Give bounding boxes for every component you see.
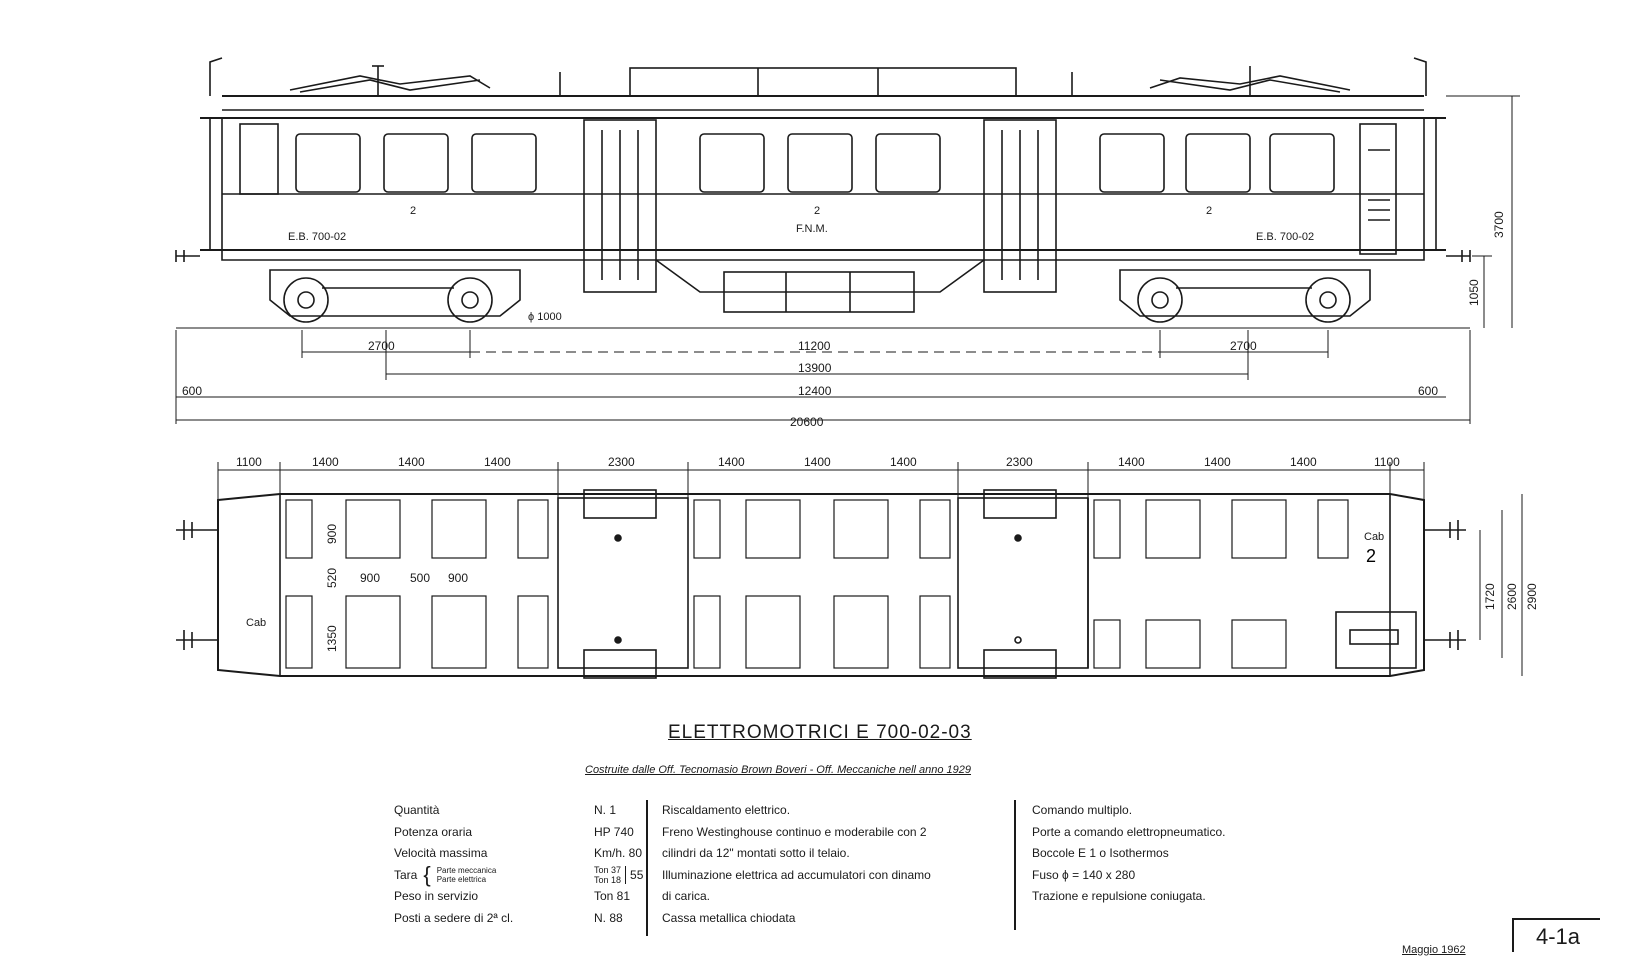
dim-plan-4: 1400 <box>484 455 511 469</box>
dim-13900: 13900 <box>798 361 832 375</box>
dim-bay-1: 900 <box>360 571 380 585</box>
dim-plan-3: 1400 <box>398 455 425 469</box>
spec-line: di carica. <box>662 889 711 903</box>
spec-line: Fuso ϕ = 140 x 280 <box>1032 867 1136 882</box>
dim-overhang-left: 600 <box>182 384 202 398</box>
spec-name: Tara <box>394 867 418 882</box>
class-label-center: 2 <box>814 205 820 217</box>
cab-label-left: Cab <box>246 617 266 629</box>
dim-body-length: 12400 <box>798 384 832 398</box>
column-divider <box>1014 800 1016 930</box>
spec-value: N. 88 <box>594 910 623 925</box>
plan-view <box>176 489 1466 679</box>
dim-plan-13: 1100 <box>1374 455 1400 469</box>
spec-value: HP 740 <box>594 824 634 839</box>
spec-name: Velocità massima <box>394 846 488 860</box>
dim-plan-11: 1400 <box>1204 455 1231 469</box>
dim-bay-3: 900 <box>448 571 468 585</box>
spec-value: Ton 37 <box>594 865 622 876</box>
sheet-number: 4-1a <box>1512 918 1600 952</box>
dim-plan-5: 2300 <box>608 455 635 469</box>
tara-parts: Parte meccanica Parte elettrica <box>437 866 497 884</box>
spec-line: Comando multiplo. <box>1032 803 1133 817</box>
dim-aisle: 520 <box>325 568 339 588</box>
tara-part: Parte meccanica <box>436 866 497 876</box>
dim-overhang-right: 600 <box>1418 384 1438 398</box>
car-number-left: E.B. 700-02 <box>288 231 346 243</box>
dim-plan-10: 1400 <box>1118 455 1145 469</box>
dim-plan-6: 1400 <box>718 455 745 469</box>
dim-plan-7: 1400 <box>804 455 831 469</box>
side-dimension-lines <box>175 95 1520 424</box>
sheet-date: Maggio 1962 <box>1402 944 1466 956</box>
cab-label-right: Cab <box>1364 531 1384 543</box>
railway-mark: F.N.M. <box>796 223 828 235</box>
spec-line: Cassa metallica chiodata <box>662 910 796 925</box>
spec-line: cilindri da 12" montati sotto il telaio. <box>662 846 850 860</box>
wheel-diameter-label: ϕ 1000 <box>528 311 562 323</box>
column-divider <box>646 800 648 936</box>
dim-plan-1: 1100 <box>236 455 262 469</box>
spec-col3: Comando multiplo. Porte a comando elettr… <box>1032 800 1225 908</box>
spec-value: N. 1 <box>594 803 617 817</box>
spec-value: Km/h. 80 <box>594 846 643 860</box>
spec-name: Potenza oraria <box>394 824 473 839</box>
dim-plan-9: 2300 <box>1006 455 1033 469</box>
spec-line: Illuminazione elettrica ad accumulatori … <box>662 867 931 882</box>
drawing-subtitle: Costruite dalle Off. Tecnomasio Brown Bo… <box>585 764 972 776</box>
spec-name: Posti a sedere di 2ª cl. <box>394 910 514 925</box>
dim-2900: 2900 <box>1525 583 1539 610</box>
spec-value: 55 <box>630 867 644 882</box>
spec-value-tara: Ton 37 Ton 18 55 <box>594 865 643 887</box>
dim-plan-12: 1400 <box>1290 455 1317 469</box>
spec-line: Riscaldamento elettrico. <box>662 803 791 817</box>
brace-glyph: { <box>423 862 431 888</box>
dim-seat-wide: 1350 <box>325 625 339 652</box>
spec-line: Trazione e repulsione coniugata. <box>1032 889 1206 903</box>
class-label-left: 2 <box>410 205 416 217</box>
dim-bogie-wheelbase-right: 2700 <box>1230 339 1257 353</box>
dim-bay-2: 500 <box>410 571 430 585</box>
spec-name: Peso in servizio <box>394 889 479 903</box>
class-label-right: 2 <box>1206 205 1212 217</box>
spec-name-tara: Tara { Parte meccanica Parte elettrica <box>394 862 513 888</box>
dim-plan-2: 1400 <box>312 455 339 469</box>
spec-value: Ton 81 <box>594 889 631 903</box>
side-elevation <box>175 57 1471 329</box>
dim-bogie-wheelbase-left: 2700 <box>368 339 395 353</box>
spec-line: Freno Westinghouse continuo e moderabile… <box>662 824 927 839</box>
spec-name: Quantità <box>394 803 440 817</box>
spec-value: Ton 18 <box>594 875 622 886</box>
dim-length-over-buffers: 20600 <box>790 415 824 429</box>
dim-plan-8: 1400 <box>890 455 917 469</box>
spec-line: Porte a comando elettropneumatico. <box>1032 824 1226 839</box>
dim-bogie-centres: 11200 <box>798 339 831 353</box>
spec-line: Boccole E 1 o Isothermos <box>1032 846 1169 860</box>
tara-part: Parte elettrica <box>436 875 487 885</box>
car-number-right: E.B. 700-02 <box>1256 231 1314 243</box>
spec-names: Quantità Potenza oraria Velocità massima… <box>394 800 513 929</box>
dim-1720: 1720 <box>1483 583 1497 610</box>
spec-col2: Riscaldamento elettrico. Freno Westingho… <box>662 800 931 929</box>
plan-dimension-lines <box>217 462 1523 676</box>
drawing-title: ELETTROMOTRICI E 700-02-03 <box>668 722 972 743</box>
spec-values: N. 1 HP 740 Km/h. 80 Ton 37 Ton 18 55 To… <box>594 800 643 929</box>
dim-2600: 2600 <box>1505 583 1519 610</box>
dim-buffer-height: 1050 <box>1467 279 1481 306</box>
dim-seat-depth: 900 <box>325 524 339 544</box>
cab-number-right: 2 <box>1366 546 1376 566</box>
brace-bar <box>625 866 627 885</box>
dim-height: 3700 <box>1492 211 1506 238</box>
